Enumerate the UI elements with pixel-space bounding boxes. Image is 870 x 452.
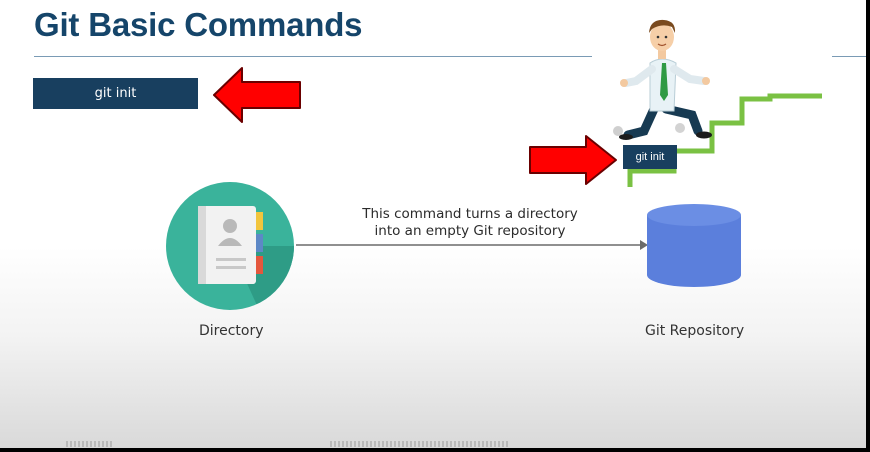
person-figure	[619, 19, 712, 140]
footer-artifact	[330, 441, 508, 447]
connector-arrow	[296, 240, 648, 250]
caption-line-2: into an empty Git repository	[374, 223, 566, 239]
illustration-git-init-label: git init	[623, 145, 677, 169]
command-description: This command turns a directory into an e…	[340, 206, 600, 240]
footer-artifact	[66, 441, 114, 447]
git-init-command-box: git init	[33, 78, 198, 109]
database-cylinder-icon	[647, 204, 741, 287]
title-divider	[34, 56, 866, 57]
directory-label: Directory	[199, 323, 264, 339]
address-book-icon	[166, 182, 294, 310]
git-repository-label: Git Repository	[645, 323, 745, 339]
caption-line-1: This command turns a directory	[362, 206, 578, 222]
red-left-arrow-icon	[213, 67, 301, 123]
window-border-bottom	[0, 448, 870, 452]
red-right-arrow-icon	[529, 135, 617, 185]
window-border-right	[866, 0, 870, 452]
page-title: Git Basic Commands	[34, 6, 363, 43]
